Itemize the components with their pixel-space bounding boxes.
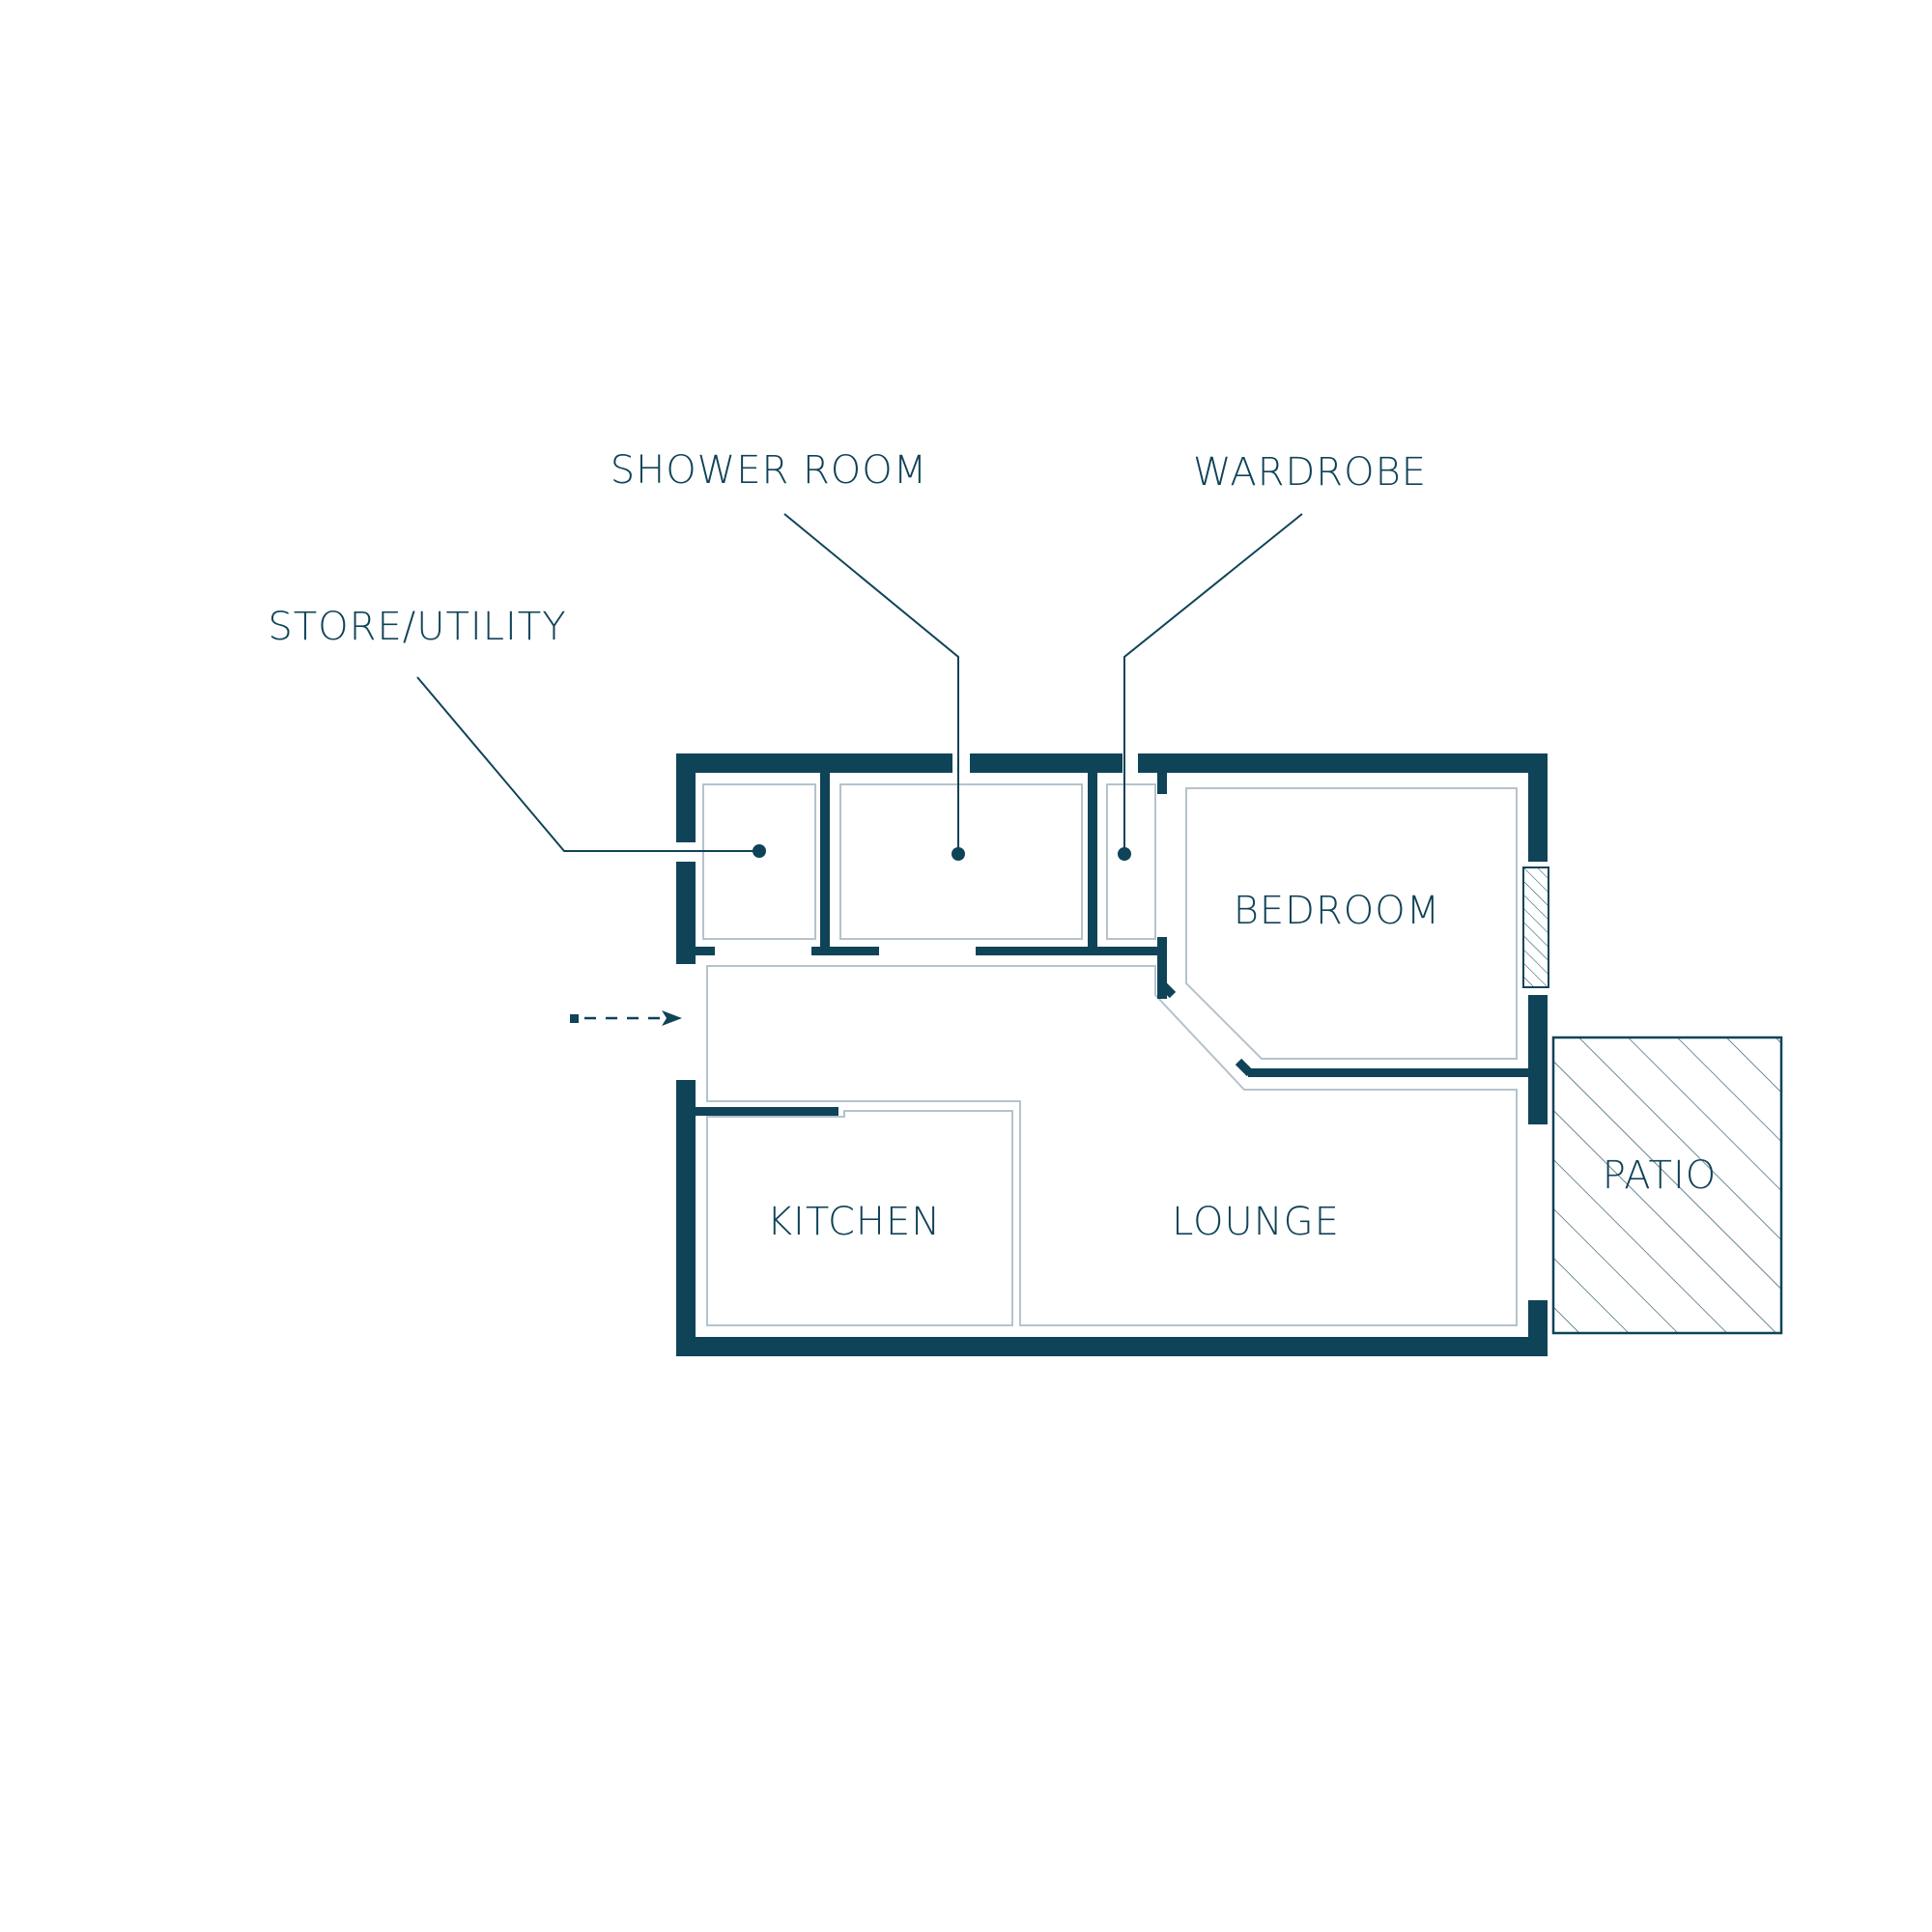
walls	[676, 753, 1548, 1356]
hall-lounge-outline	[706, 965, 1518, 1326]
label-store-utility: STORE/UTILITY	[268, 605, 566, 649]
shower-room-dot	[952, 847, 965, 861]
label-kitchen: KITCHEN	[767, 1200, 941, 1244]
wardrobe-outline	[1106, 783, 1156, 940]
diagonal-walls	[1159, 981, 1254, 1077]
label-wardrobe: WARDROBE	[1193, 450, 1427, 495]
leader-dots	[753, 844, 1131, 861]
store-utility-outline	[702, 783, 816, 940]
wardrobe-leader	[1123, 513, 1303, 854]
label-patio: PATIO	[1603, 1153, 1718, 1198]
kitchen-outline	[706, 1110, 1013, 1326]
patio	[1551, 1036, 1783, 1335]
entrance-arrow-icon	[570, 1010, 682, 1026]
label-shower-room: SHOWER ROOM	[611, 448, 928, 493]
label-lounge: LOUNGE	[1172, 1200, 1340, 1244]
store-utility-leader	[416, 676, 759, 852]
window	[1522, 867, 1549, 988]
room-outlines	[702, 783, 1518, 1326]
shower-room-leader	[783, 513, 959, 854]
label-bedroom: BEDROOM	[1234, 889, 1441, 933]
leader-lines	[416, 513, 1303, 854]
bedroom-outline	[1185, 787, 1518, 1060]
shower-room-outline	[839, 783, 1083, 940]
wardrobe-dot	[1118, 847, 1131, 861]
store-utility-dot	[753, 844, 766, 858]
